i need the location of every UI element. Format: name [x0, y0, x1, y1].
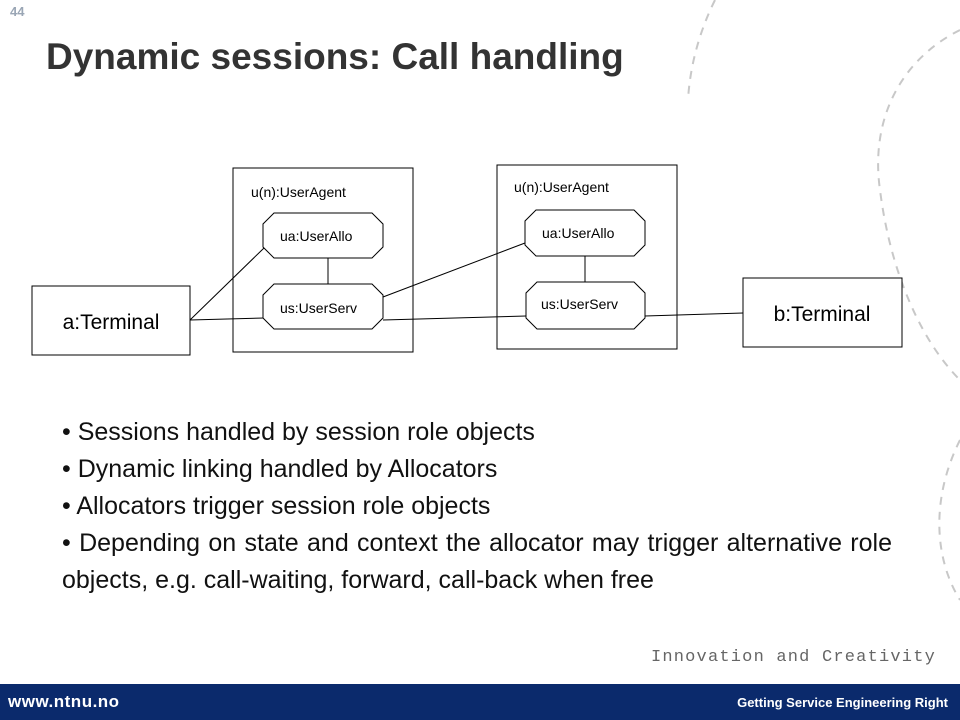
- allocator-right-shape: [524, 209, 646, 257]
- allocator-left-label: ua:UserAllo: [280, 228, 353, 244]
- link-serv-left-to-serv-right: [382, 315, 527, 321]
- bullet-list: • Sessions handled by session role objec…: [62, 414, 892, 599]
- bullet-text: Depending on state and context the alloc…: [62, 529, 892, 594]
- link-terminal-a-to-serv-left: [189, 317, 265, 321]
- terminal-a-box: [31, 285, 191, 356]
- terminal-a-label: a:Terminal: [63, 311, 160, 334]
- link-serv-left-to-allocator-right: [382, 242, 526, 298]
- slide-title: Dynamic sessions: Call handling: [46, 36, 624, 77]
- footer-url-link[interactable]: www.ntnu.no: [8, 692, 120, 711]
- footer-right-text: Getting Service Engineering Right: [737, 695, 948, 710]
- user-agent-right-label: u(n):UserAgent: [514, 179, 609, 195]
- serv-left-label: us:UserServ: [280, 300, 357, 316]
- bullet-item: • Allocators trigger session role object…: [62, 492, 491, 520]
- link-terminal-a-to-allocator-left: [189, 247, 265, 321]
- terminal-b-box: [742, 277, 903, 348]
- terminal-b-label: b:Terminal: [774, 303, 871, 326]
- bullet-item: • Depending on state and context the all…: [62, 529, 892, 594]
- user-agent-right-box: [496, 164, 678, 350]
- bullet-item: • Dynamic linking handled by Allocators: [62, 455, 498, 483]
- bullet-item: • Sessions handled by session role objec…: [62, 418, 535, 446]
- tagline: Innovation and Creativity: [650, 648, 936, 667]
- allocator-right-label: ua:UserAllo: [542, 225, 615, 241]
- serv-right-shape: [525, 281, 646, 330]
- bullet-text: Sessions handled by session role objects: [77, 418, 535, 446]
- bullet-text: Allocators trigger session role objects: [76, 492, 491, 520]
- slide-number: 44: [10, 4, 25, 19]
- serv-right-label: us:UserServ: [541, 296, 618, 312]
- allocator-left-shape: [262, 212, 384, 259]
- footer-bar: www.ntnu.no Getting Service Engineering …: [0, 684, 960, 720]
- bullet-text: Dynamic linking handled by Allocators: [77, 455, 498, 483]
- user-agent-left-label: u(n):UserAgent: [251, 184, 346, 200]
- user-agent-left-box: [232, 167, 414, 353]
- link-serv-right-to-terminal-b: [644, 312, 744, 317]
- serv-left-shape: [262, 283, 384, 330]
